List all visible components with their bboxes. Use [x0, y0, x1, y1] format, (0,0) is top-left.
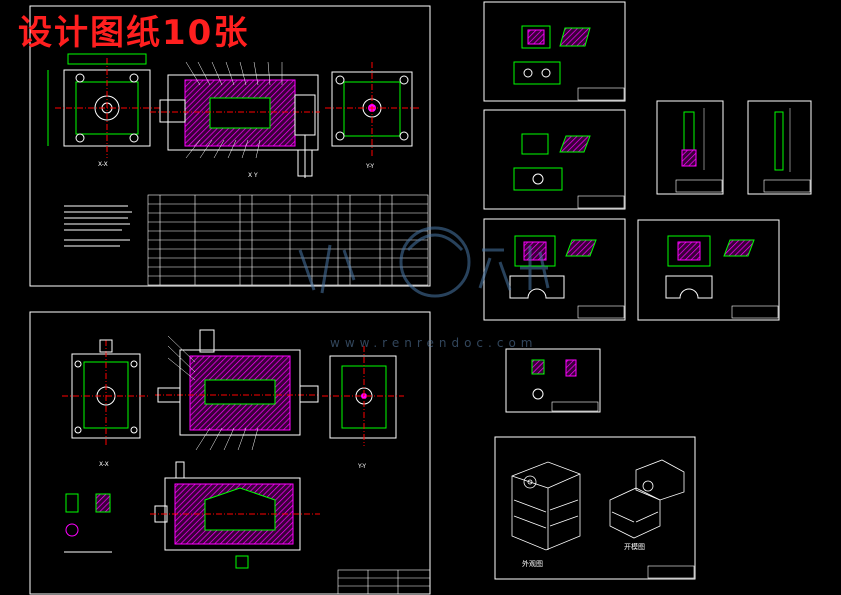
- title-block-2: [337, 569, 431, 595]
- view-label-x-x: X-X: [98, 161, 108, 168]
- sheet-part-1[interactable]: [483, 1, 626, 102]
- view-label-y-y: Y-Y: [365, 163, 374, 170]
- view-label-x-x-2: X-X: [99, 461, 109, 468]
- parts-list-1: [147, 194, 429, 286]
- view-x-x-1: X-X: [47, 53, 160, 168]
- sheet-part-2[interactable]: [483, 109, 626, 210]
- sheet-assembly-2[interactable]: X-X Y-Y: [29, 311, 431, 595]
- sheet-part-6[interactable]: [637, 219, 780, 321]
- iso-label-assembled: 外观图: [522, 559, 543, 568]
- iso-label-open: 开模图: [624, 542, 645, 551]
- notes-block-1: [64, 205, 132, 247]
- sheet-part-5[interactable]: [483, 218, 626, 321]
- view-x-x-2: X-X: [62, 339, 150, 468]
- watermark-logo: [298, 226, 550, 298]
- section-lower-2: [150, 461, 320, 569]
- watermark-url: www.renrendoc.com: [330, 336, 538, 350]
- iso-open: [609, 459, 685, 539]
- sheet-isometric[interactable]: 外观图 开模图: [494, 436, 696, 580]
- sheet-assembly-1[interactable]: X-X X Y: [29, 5, 431, 287]
- headline-title: 设计图纸10张: [18, 13, 250, 53]
- view-y-y-1: Y-Y: [325, 62, 420, 170]
- view-y-y-2: Y-Y: [322, 346, 404, 470]
- iso-assembled: [511, 461, 581, 551]
- view-label-x-y: X Y: [248, 172, 258, 179]
- small-details-2: [64, 493, 112, 553]
- sheet-part-3[interactable]: [656, 100, 724, 195]
- view-label-y-y-2: Y-Y: [357, 463, 366, 470]
- sheet-part-7[interactable]: [505, 348, 601, 413]
- sheet-part-4[interactable]: [747, 100, 812, 195]
- section-main-1: X Y: [150, 61, 320, 179]
- section-main-2: [155, 329, 320, 451]
